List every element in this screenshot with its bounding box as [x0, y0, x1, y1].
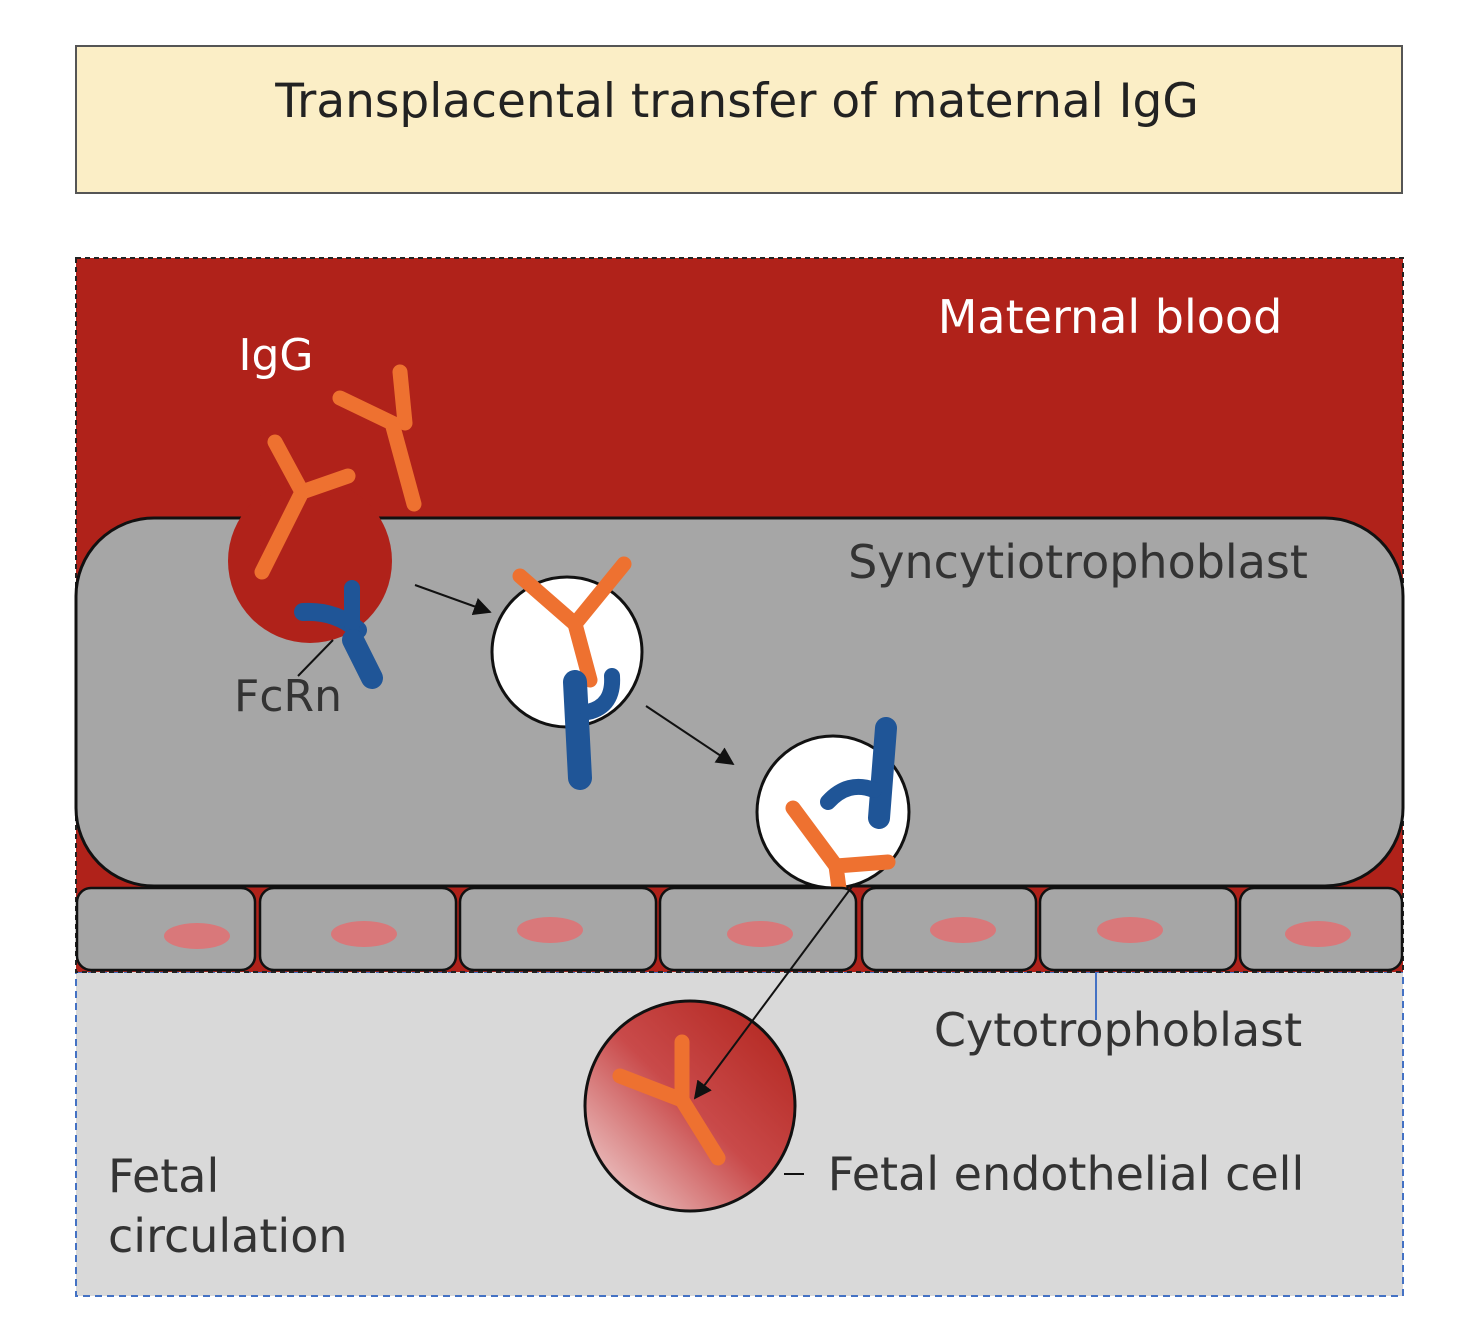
fcrn-pointer-line [297, 639, 334, 677]
arrow-icon [645, 705, 735, 765]
syncytiotrophoblast-layer [74, 516, 1405, 888]
maternal-blood-label: Maternal blood [938, 290, 1283, 344]
igg-antibody-icon [332, 364, 422, 512]
fcrn-receptor-icon [563, 668, 621, 790]
cytotrophoblast-label: Cytotrophoblast [934, 1003, 1302, 1057]
title-box [75, 45, 1403, 194]
igg-antibody-icon [785, 800, 896, 904]
igg-antibody-icon [254, 434, 356, 580]
nucleus [517, 917, 583, 943]
igg-antibody-icon [512, 556, 632, 688]
igg-antibody-icon [612, 1034, 726, 1166]
fcrn-receptor-icon [820, 717, 897, 829]
fetal-circulation-label-line2: circulation [108, 1209, 348, 1263]
fetal-endothelial-cell-label: Fetal endothelial cell [828, 1147, 1304, 1201]
cytotrophoblast-layer [75, 886, 1404, 972]
arrow-icon [414, 584, 492, 615]
nucleus [930, 917, 996, 943]
fetal-circulation-label-line1: Fetal [108, 1149, 219, 1203]
arrow-icon [693, 883, 855, 1100]
fcrn-label: FcRn [234, 671, 342, 722]
syncytiotrophoblast-label: Syncytiotrophoblast [848, 535, 1308, 589]
nucleus [164, 923, 230, 949]
fcrn-receptor-icon [294, 580, 383, 689]
diagram-title: Transplacental transfer of maternal IgG [274, 74, 1199, 129]
igg-label: IgG [238, 330, 313, 381]
nucleus [1097, 917, 1163, 943]
nucleus [331, 921, 397, 947]
nucleus [727, 921, 793, 947]
nucleus [1285, 921, 1351, 947]
